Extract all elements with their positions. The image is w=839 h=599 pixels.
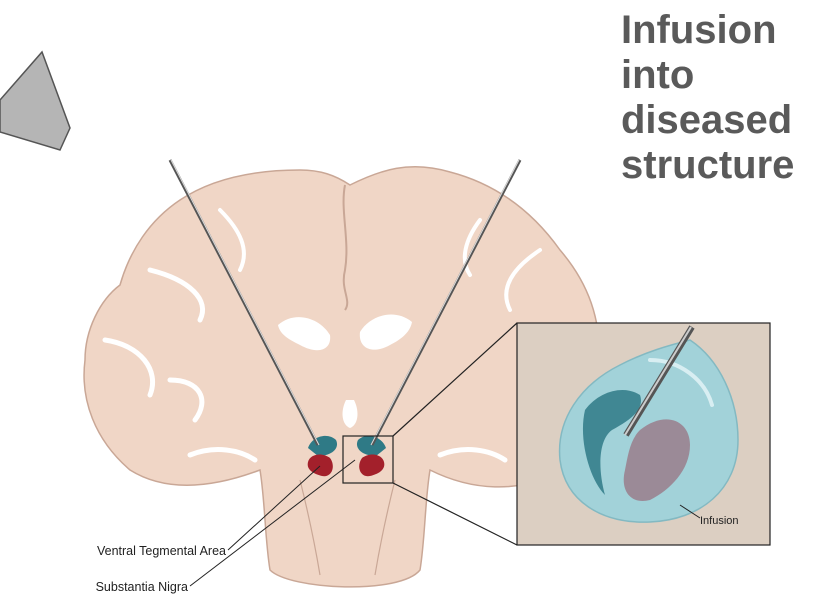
title-line-1: Infusion — [621, 8, 836, 53]
sn-label: Substantia Nigra — [96, 580, 188, 594]
title-line-2: into — [621, 53, 836, 98]
infusion-label: Infusion — [700, 515, 739, 527]
infusion-inset: Infusion — [517, 323, 770, 545]
title-line-4: structure — [621, 143, 836, 188]
arrow-icon — [0, 52, 70, 150]
vta-label: Ventral Tegmental Area — [97, 544, 226, 558]
diagram-title: Infusion into diseased structure — [621, 8, 836, 188]
title-line-3: diseased — [621, 98, 836, 143]
